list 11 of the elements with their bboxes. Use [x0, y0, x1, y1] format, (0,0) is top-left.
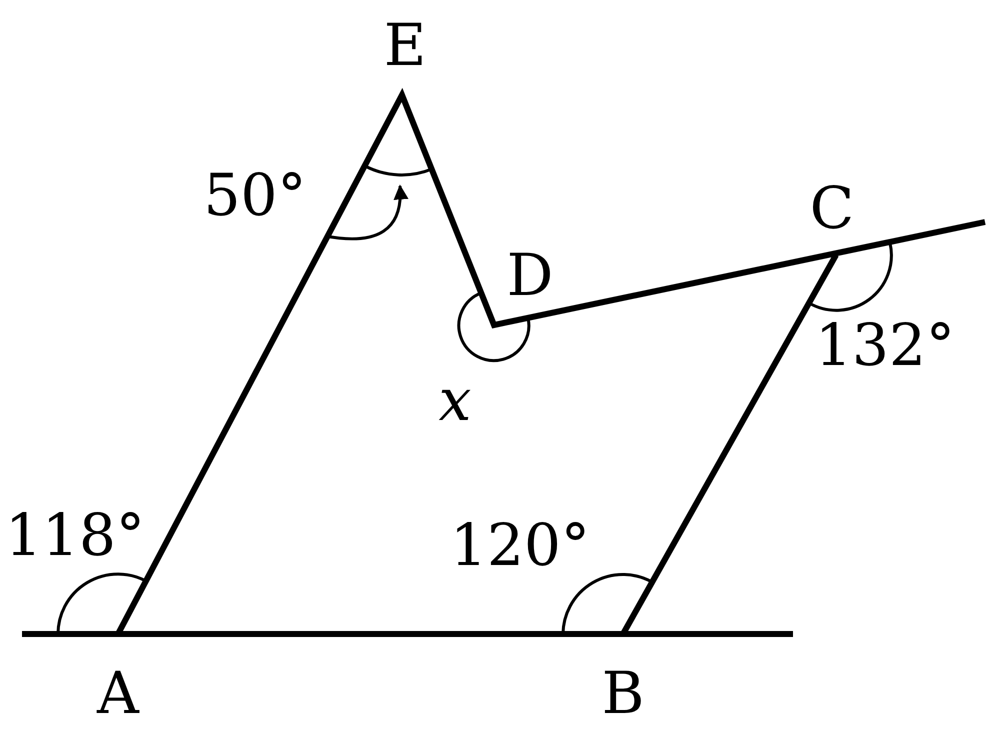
vertex-label: C	[810, 179, 854, 237]
angle-arc	[364, 164, 432, 176]
vertex-label: D	[506, 246, 554, 304]
angle-variable: x	[438, 371, 472, 429]
vertex-label: B	[602, 664, 644, 722]
vertex-label: E	[384, 16, 426, 74]
vertex-label: A	[97, 664, 139, 722]
angle-label: 50°	[204, 166, 306, 224]
angle-label: 120°	[450, 516, 590, 574]
angle-label: 132°	[815, 316, 955, 374]
angle-label: 118°	[5, 506, 145, 564]
